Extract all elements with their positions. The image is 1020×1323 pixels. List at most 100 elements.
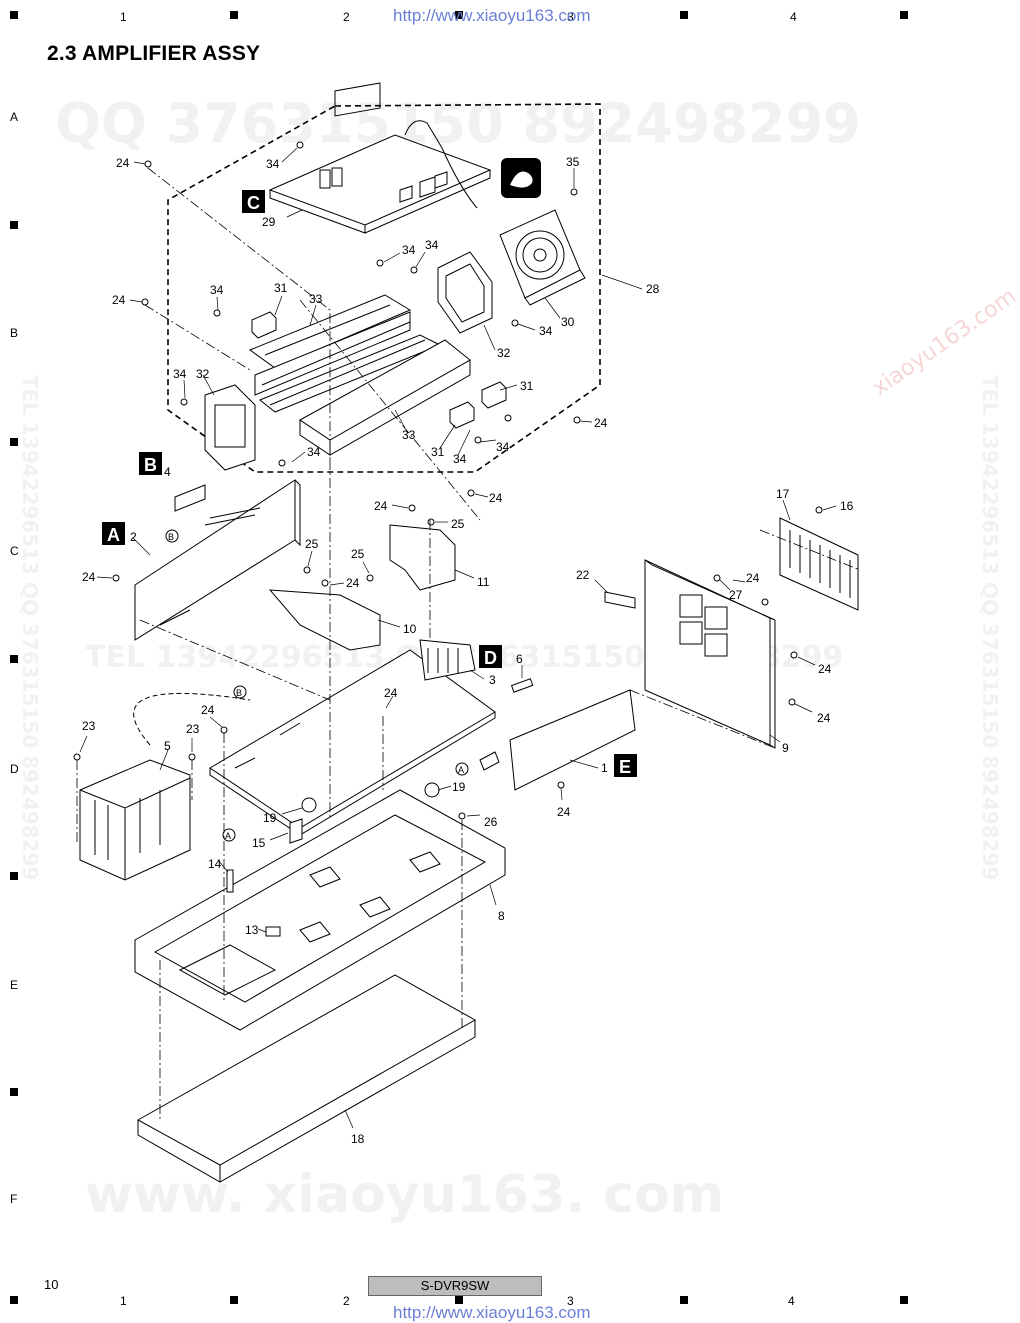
callout-34-a: 34 — [266, 157, 280, 171]
model-name: S-DVR9SW — [368, 1276, 542, 1296]
section-title: 2.3 AMPLIFIER ASSY — [47, 42, 261, 65]
grid-row-e: E — [10, 978, 19, 992]
callout-15: 15 — [252, 836, 266, 850]
grid-marker — [10, 11, 18, 19]
callout-23-a: 23 — [82, 719, 96, 733]
callout-24-j: 24 — [384, 686, 398, 700]
rear-panel-9 — [644, 559, 776, 749]
part-15 — [289, 818, 303, 844]
callout-24-a: 24 — [116, 156, 130, 170]
pcb-3 — [209, 649, 496, 836]
callout-34-f: 34 — [173, 367, 187, 381]
grid-marker — [10, 221, 18, 229]
pcb-29 — [268, 82, 492, 234]
grid-col-1: 1 — [120, 10, 127, 24]
callout-14: 14 — [208, 857, 222, 871]
section-badges — [102, 190, 637, 777]
label-22 — [604, 591, 636, 609]
callout-34-c: 34 — [425, 238, 439, 252]
circle-ref-b-2: B — [236, 688, 242, 698]
grid-marker — [455, 1296, 463, 1304]
callout-32-a: 32 — [497, 346, 511, 360]
callout-24-l: 24 — [201, 703, 215, 717]
callout-6: 6 — [516, 652, 523, 666]
part-13 — [265, 926, 281, 937]
transformer-5 — [79, 692, 251, 881]
callout-28: 28 — [646, 282, 660, 296]
badge-b: B — [144, 455, 157, 475]
callout-35: 35 — [566, 155, 580, 169]
grid-marker — [10, 1088, 18, 1096]
base-18 — [136, 974, 477, 1183]
callout-25-a: 25 — [451, 517, 465, 531]
grid-col-2-bottom: 2 — [343, 1294, 350, 1308]
callout-10: 10 — [403, 622, 417, 636]
callout-25-c: 25 — [351, 547, 365, 561]
callout-31-a: 31 — [274, 281, 288, 295]
badge-a-box — [102, 522, 125, 545]
circle-ref-a-1: A — [458, 765, 464, 775]
connector-4 — [174, 484, 206, 512]
watermark-www: www. xiaoyu163. com — [85, 1165, 724, 1225]
grid-col-4: 4 — [790, 10, 797, 24]
pcb-1 — [479, 689, 636, 791]
callout-5: 5 — [164, 739, 171, 753]
screws — [73, 141, 823, 820]
pcb-2 — [134, 479, 301, 641]
callout-2: 2 — [130, 530, 137, 544]
callout-22: 22 — [576, 568, 590, 582]
grid-marker — [680, 11, 688, 19]
circle-refs — [165, 529, 469, 842]
callout-31-c: 31 — [431, 445, 445, 459]
grid-marker — [680, 1296, 688, 1304]
badge-e: E — [619, 757, 631, 777]
grid-row-a: A — [10, 110, 19, 124]
grid-marker — [10, 872, 18, 880]
callout-23-b: 23 — [186, 722, 200, 736]
clip-31-b — [481, 381, 507, 409]
part-14 — [226, 869, 234, 893]
grid-marker — [230, 1296, 238, 1304]
callout-17: 17 — [776, 487, 790, 501]
callout-24-b: 24 — [112, 293, 126, 307]
grid-col-1-bottom: 1 — [120, 1294, 127, 1308]
source-url-bottom[interactable]: http://www.xiaoyu163.com — [393, 1303, 591, 1322]
callout-34-h: 34 — [496, 440, 510, 454]
callout-34-e: 34 — [539, 324, 553, 338]
callout-24-k: 24 — [817, 711, 831, 725]
grid-row-f: F — [10, 1192, 18, 1206]
callout-1: 1 — [601, 761, 608, 775]
chassis-8 — [134, 789, 506, 1031]
callout-13: 13 — [245, 923, 259, 937]
heatsink-plate — [299, 339, 471, 456]
source-url-top[interactable]: http://www.xiaoyu163.com — [393, 6, 591, 25]
callout-11: 11 — [477, 575, 490, 589]
esd-caution-icon — [501, 158, 541, 198]
grid-col-3-bottom: 3 — [567, 1294, 574, 1308]
callout-25-b: 25 — [305, 537, 319, 551]
page-number: 10 — [44, 1277, 59, 1292]
callout-24-c: 24 — [594, 416, 608, 430]
callout-24-f: 24 — [82, 570, 96, 584]
grille-17 — [779, 517, 859, 611]
fan-30 — [499, 209, 586, 306]
clip-31-a — [251, 311, 277, 339]
grid-marker — [10, 438, 18, 446]
fuse-6 — [510, 678, 534, 693]
watermark-qq: QQ 376315150 892498299 — [55, 92, 861, 155]
callout-8: 8 — [498, 909, 505, 923]
callout-33-a: 33 — [309, 292, 323, 306]
bracket-32-right — [437, 251, 493, 334]
callout-31-b: 31 — [520, 379, 534, 393]
badge-a: A — [107, 525, 120, 545]
assembly-lines — [76, 167, 861, 1120]
circle-ref-a-2: A — [225, 831, 231, 841]
circle-ref-b-1: B — [168, 532, 174, 542]
callout-30: 30 — [561, 315, 575, 329]
callout-24-e: 24 — [374, 499, 388, 513]
grid-marker — [230, 11, 238, 19]
callout-24-h: 24 — [746, 571, 760, 585]
bracket-10 — [268, 589, 381, 651]
